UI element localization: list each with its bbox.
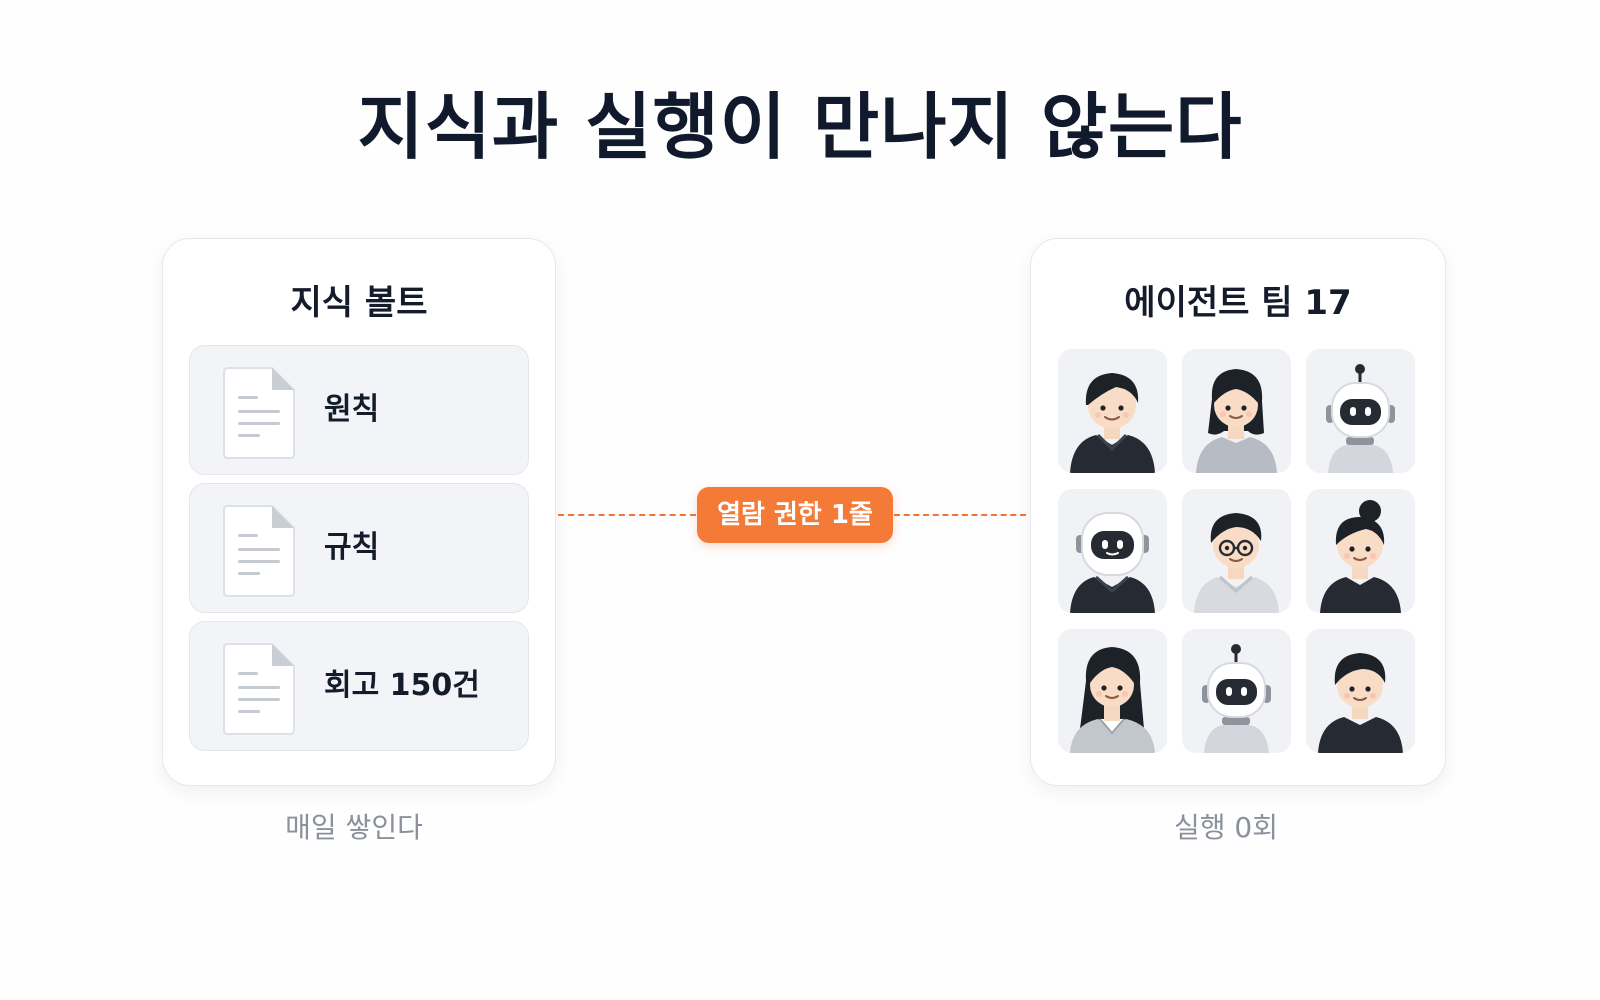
team-caption: 실행 0회 bbox=[1174, 811, 1278, 844]
person-glasses-icon bbox=[1194, 513, 1279, 613]
agent-grid bbox=[1058, 349, 1418, 753]
robot-icon bbox=[1326, 364, 1395, 473]
vault-item-label: 규칙 bbox=[324, 530, 380, 565]
knowledge-vault-card: 지식 볼트 원칙 규칙 bbox=[162, 238, 556, 786]
agent-tile bbox=[1058, 629, 1167, 753]
person-short-hair-icon bbox=[1318, 653, 1403, 753]
robot-icon bbox=[1202, 644, 1271, 753]
agent-tile bbox=[1306, 489, 1415, 613]
document-icon bbox=[223, 505, 295, 597]
vault-item: 규칙 bbox=[189, 483, 529, 613]
agent-tile bbox=[1182, 629, 1291, 753]
agent-tile bbox=[1058, 489, 1167, 613]
person-bun-icon bbox=[1320, 500, 1401, 613]
access-permission-badge: 열람 권한 1줄 bbox=[697, 487, 893, 543]
document-icon bbox=[223, 367, 295, 459]
vault-item: 회고 150건 bbox=[189, 621, 529, 751]
agent-tile bbox=[1182, 489, 1291, 613]
agent-tile bbox=[1306, 349, 1415, 473]
agent-tile bbox=[1058, 349, 1167, 473]
robot-hoodie-icon bbox=[1070, 512, 1155, 613]
person-long-hair-collar-icon bbox=[1070, 647, 1155, 753]
agent-tile bbox=[1182, 349, 1291, 473]
agent-team-card: 에이전트 팀 17 bbox=[1030, 238, 1446, 786]
page-title: 지식과 실행이 만나지 않는다 bbox=[357, 85, 1243, 169]
person-hoodie-icon bbox=[1070, 373, 1155, 473]
agent-tile bbox=[1306, 629, 1415, 753]
vault-item-label: 원칙 bbox=[324, 392, 380, 427]
knowledge-vault-title: 지식 볼트 bbox=[290, 283, 428, 323]
vault-item: 원칙 bbox=[189, 345, 529, 475]
vault-item-label: 회고 150건 bbox=[324, 668, 480, 703]
dashed-connector-right bbox=[894, 514, 1026, 516]
vault-caption: 매일 쌓인다 bbox=[285, 811, 423, 844]
agent-team-title: 에이전트 팀 17 bbox=[1124, 283, 1352, 323]
document-icon bbox=[223, 643, 295, 735]
dashed-connector-left bbox=[558, 514, 696, 516]
person-long-hair-icon bbox=[1196, 369, 1277, 473]
